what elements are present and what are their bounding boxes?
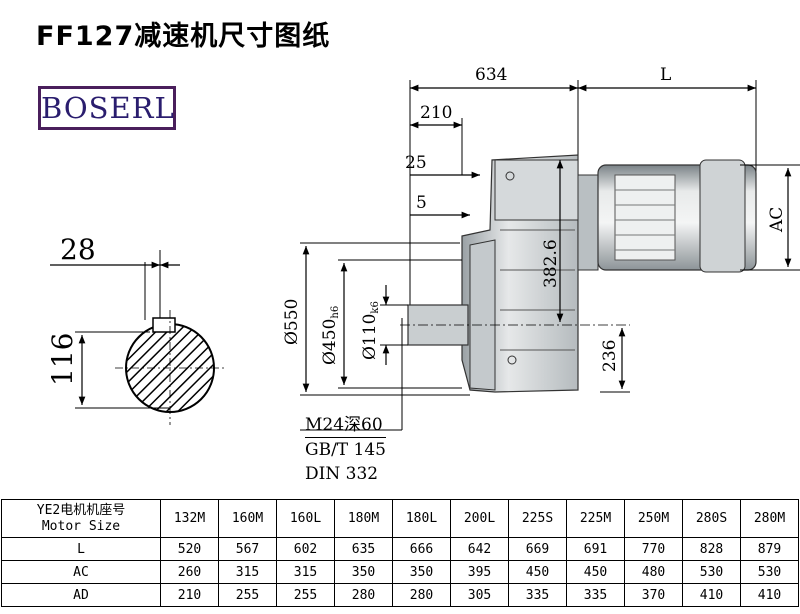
shaft-section-view [50,250,225,425]
table-cell: 255 [276,583,335,607]
key-height-label: 116 [46,333,79,386]
table-cell: 335 [508,583,567,607]
table-header-cell: 280S [682,499,741,538]
table-row: AC 260 315 315 350 350 395 450 450 480 5… [1,560,799,584]
table-row: L 520 567 602 635 666 642 669 691 770 82… [1,537,799,561]
table-row: AD 210 255 255 280 280 305 335 335 370 4… [1,583,799,607]
din-standard-note: DIN 332 [305,464,379,484]
table-header-cell: 180M [334,499,393,538]
table-header-cell: 200L [450,499,509,538]
table-cell: 210 [160,583,219,607]
table-cell: 255 [218,583,277,607]
table-header-cell: 225M [566,499,625,538]
table-cell: 642 [450,537,509,561]
dim-5: 5 [416,193,427,213]
table-cell: 450 [566,560,625,584]
dim-210: 210 [420,103,452,123]
dim-634: 634 [475,65,507,85]
table-header-label: YE2电机机座号 Motor Size [1,499,161,538]
table-cell: 410 [740,583,799,607]
table-cell: 410 [682,583,741,607]
table-cell: 395 [450,560,509,584]
page-title: FF127减速机尺寸图纸 [36,21,331,52]
dim-382-6: 382.6 [541,239,561,288]
row-label: L [1,537,161,561]
table-header-cell: 225S [508,499,567,538]
table-header-cell: 180L [392,499,451,538]
technical-drawing: 28 116 [46,65,800,431]
table-cell: 305 [450,583,509,607]
table-header-cell: 160L [276,499,335,538]
table-header-cell: 280M [740,499,799,538]
table-header-cell: 132M [160,499,219,538]
dim-25: 25 [405,153,427,173]
row-label: AD [1,583,161,607]
table-cell: 450 [508,560,567,584]
table-cell: 315 [218,560,277,584]
table-cell: 879 [740,537,799,561]
table-cell: 691 [566,537,625,561]
dim-AC: AC [767,207,787,233]
table-cell: 260 [160,560,219,584]
table-header-cell: 250M [624,499,683,538]
table-cell: 335 [566,583,625,607]
dimension-table: YE2电机机座号 Motor Size 132M 160M 160L 180M … [1,499,799,607]
table-cell: 315 [276,560,335,584]
dim-450: Ø450h6 [320,306,341,365]
table-cell: 669 [508,537,567,561]
table-cell: 530 [740,560,799,584]
table-cell: 770 [624,537,683,561]
table-cell: 350 [392,560,451,584]
table-cell: 602 [276,537,335,561]
brand-logo: BOSERL [38,86,176,130]
table-cell: 280 [392,583,451,607]
table-cell: 828 [682,537,741,561]
key-width-label: 28 [60,233,96,266]
table-cell: 666 [392,537,451,561]
table-header-cell: 160M [218,499,277,538]
brand-logo-text: BOSERL [41,91,175,125]
table-cell: 567 [218,537,277,561]
table-cell: 280 [334,583,393,607]
table-cell: 370 [624,583,683,607]
table-cell: 480 [624,560,683,584]
dim-L: L [660,65,671,85]
dim-110: Ø110k6 [360,301,381,360]
table-cell: 635 [334,537,393,561]
dim-550: Ø550 [282,299,302,345]
table-cell: 350 [334,560,393,584]
table-cell: 520 [160,537,219,561]
dim-236: 236 [600,340,620,372]
table-cell: 530 [682,560,741,584]
gb-standard-note: GB/T 145 [305,437,386,460]
gearbox-drawing [300,80,800,431]
table-header-row: YE2电机机座号 Motor Size 132M 160M 160L 180M … [1,499,799,538]
row-label: AC [1,560,161,584]
thread-note: M24深60 [305,415,383,435]
